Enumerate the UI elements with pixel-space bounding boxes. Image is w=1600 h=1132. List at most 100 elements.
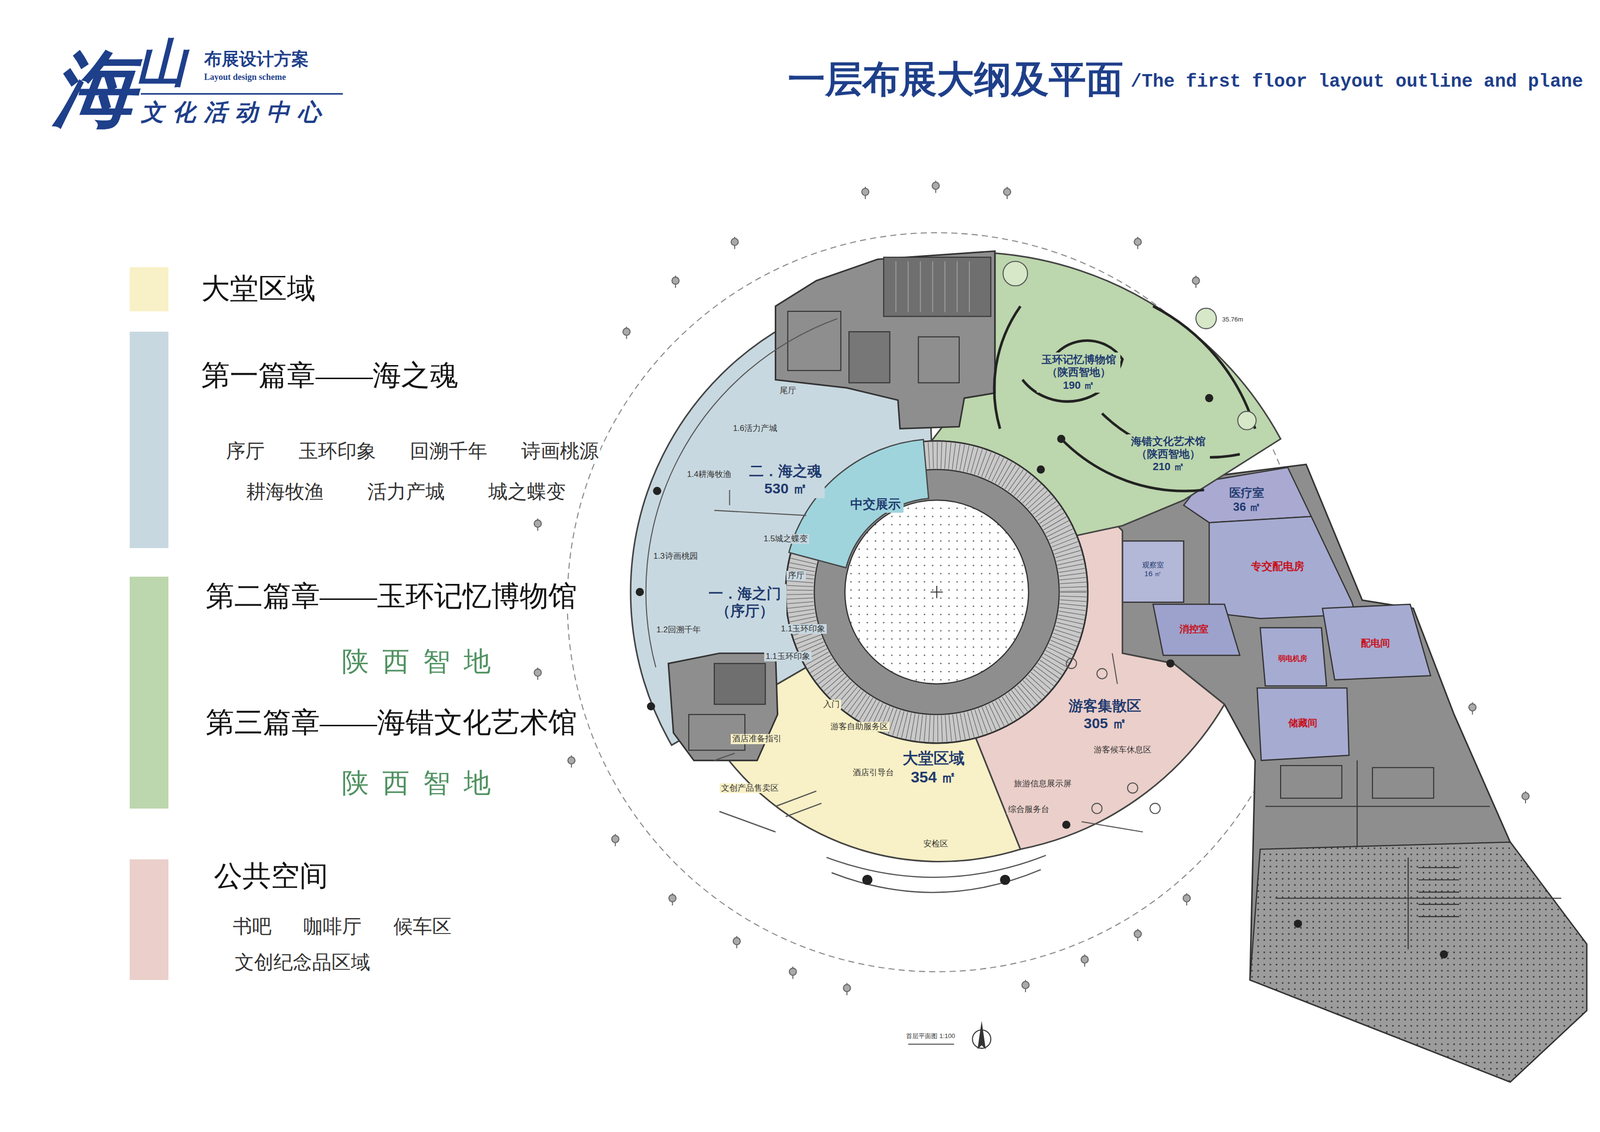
plan-label-text: 综合服务台 — [1008, 804, 1050, 815]
zone-text: 游客集散区 — [1068, 696, 1142, 715]
plan-label: 安检区 — [921, 838, 950, 849]
zone-text: 大堂区域 — [902, 748, 965, 768]
zone-label: 观察室16 ㎡ — [1139, 559, 1167, 579]
plan-label: 综合服务台 — [1006, 804, 1051, 815]
legend-swatch — [129, 694, 169, 809]
plan-label: 1.3诗画桃园 — [651, 551, 700, 561]
plan-label: 海 — [52, 40, 136, 140]
plan-label: 1.1玉环印象 — [764, 651, 812, 662]
zone-label: 医疗室36 ㎡ — [1226, 484, 1268, 515]
zone-text: 储藏间 — [1288, 716, 1318, 729]
legend-swatch — [129, 859, 169, 980]
zone-text: 海错文化艺术馆 （陕西智地） — [1129, 435, 1208, 461]
plan-label-text: 酒店准备指引 — [732, 733, 782, 744]
plan-label-text: 序厅 — [787, 570, 805, 581]
zone-text: 医疗室 — [1229, 485, 1265, 500]
plan-label: 陕西智地 — [341, 645, 505, 678]
plan-label: 首层平面图 1:100 — [904, 1031, 957, 1040]
zone-text: 观察室 — [1142, 560, 1164, 570]
zone-text: 玉环记忆博物馆 （陕西智地） — [1039, 353, 1118, 379]
zone-text: 530 ㎡ — [749, 479, 822, 498]
plan-label: Layout design scheme — [204, 72, 287, 83]
zone-text: 一．海之门 （序厅） — [706, 584, 784, 620]
zone-label: 二．海之魂530 ㎡ — [746, 461, 825, 499]
plan-label-text: 山 — [135, 32, 187, 94]
plan-label-text: Layout design scheme — [204, 72, 287, 83]
plan-label: 1.5城之蝶变 — [762, 533, 810, 544]
zone-label: 配电间 — [1358, 635, 1393, 650]
page-title: 一层布展大纲及平面 — [787, 57, 1124, 102]
plan-label: 1.6活力产城 — [731, 423, 779, 434]
plan-label: 文创产品售卖区 — [719, 783, 781, 793]
plan-label: 文创纪念品区域 — [234, 950, 371, 974]
plan-label-text: 1.6活力产城 — [732, 423, 778, 434]
plan-label-text: 酒店引导台 — [852, 767, 894, 778]
zone-text: 190 ㎡ — [1039, 378, 1118, 392]
legend-entry: 第三篇章——海错文化艺术馆 — [204, 705, 579, 740]
plan-label-text: 1.5城之蝶变 — [763, 533, 809, 544]
zone-label: 中交展示 — [847, 495, 904, 513]
plan-label: 陕西智地 — [341, 766, 505, 800]
title-box: 一层布展大纲及平面 — [787, 57, 1124, 102]
plan-label-text: 序厅 玉环印象 回溯千年 诗画桃源 — [226, 439, 599, 463]
zone-text: 中交展示 — [850, 496, 901, 512]
plan-label: 酒店准备指引 — [730, 733, 784, 744]
plan-label-text: 1.2回溯千年 — [656, 624, 701, 635]
plan-label: 布展设计方案 — [204, 48, 309, 70]
plan-label-text: /The first floor layout outline and plan… — [1130, 70, 1584, 93]
plan-label-text: 文化活动中心 — [140, 98, 330, 127]
plan-label-text: 1.4耕海牧渔 — [687, 469, 732, 480]
legend-entry: 大堂区域 — [199, 271, 317, 306]
plan-label-text: 海 — [52, 40, 136, 140]
plan-label-text: 书吧 咖啡厅 候车区 — [232, 914, 452, 938]
plan-label-text: 尾厅 — [779, 385, 797, 396]
zone-text: 354 ㎡ — [902, 767, 965, 786]
plan-label-text: 旅游信息展示屏 — [1013, 778, 1072, 789]
plan-label-text: 首层平面图 1:100 — [905, 1031, 955, 1040]
plan-label: 耕海牧渔 活力产城 城之蝶变 — [244, 480, 568, 504]
plan-label-text: 游客候车休息区 — [1093, 744, 1152, 755]
legend-text: 公共空间 — [213, 858, 329, 893]
zone-label: 大堂区域354 ㎡ — [899, 747, 968, 787]
plan-label: /The first floor layout outline and plan… — [1130, 70, 1584, 93]
legend-text: 第三篇章——海错文化艺术馆 — [205, 705, 577, 740]
legend-swatch — [129, 267, 169, 312]
plan-label: 1.4耕海牧渔 — [685, 469, 734, 480]
legend-text: 第一篇章——海之魂 — [201, 358, 459, 393]
plan-label: 书吧 咖啡厅 候车区 — [232, 914, 452, 938]
plan-label-text: 1.1玉环印象 — [765, 651, 811, 662]
plan-label-text: 布展设计方案 — [204, 48, 309, 70]
plan-label: 1.1玉环印象 — [779, 623, 828, 634]
plan-label: 文化活动中心 — [140, 98, 330, 127]
plan-label: 1.2回溯千年 — [654, 624, 703, 635]
zone-text: 消控室 — [1179, 622, 1209, 635]
plan-label-text: 文创纪念品区域 — [234, 950, 371, 974]
legend-swatch — [129, 331, 169, 548]
plan-label-text: 1.1玉环印象 — [781, 623, 826, 634]
zone-text: 弱电机房 — [1278, 653, 1308, 663]
plan-label: 尾厅 — [778, 385, 798, 396]
zone-label: 游客集散区305 ㎡ — [1065, 695, 1145, 733]
plan-label: 序厅 玉环印象 回溯千年 诗画桃源 — [224, 439, 601, 463]
legend-text: 第二篇章——玉环记忆博物馆 — [205, 578, 577, 614]
zone-text: 配电间 — [1360, 636, 1390, 649]
zone-label: 一．海之门 （序厅） — [703, 583, 787, 621]
zone-label: 海错文化艺术馆 （陕西智地）210 ㎡ — [1126, 434, 1211, 475]
plan-label: 旅游信息展示屏 — [1012, 778, 1073, 789]
plan-label: 游客候车休息区 — [1092, 744, 1153, 755]
plan-label-text: 文创产品售卖区 — [721, 783, 779, 793]
plan-label-text: 安检区 — [923, 838, 949, 849]
zone-label: 弱电机房 — [1275, 652, 1311, 664]
legend-entry: 第一篇章——海之魂 — [199, 358, 460, 393]
zone-text: 305 ㎡ — [1068, 714, 1142, 732]
zone-label: 玉环记忆博物馆 （陕西智地）190 ㎡ — [1036, 352, 1121, 393]
legend-entry: 第二篇章——玉环记忆博物馆 — [204, 578, 579, 614]
plan-label: 序厅 — [786, 570, 806, 581]
plan-label: 游客自助服务区 — [829, 721, 890, 732]
zone-text: 专交配电房 — [1251, 559, 1305, 573]
zone-text: 210 ㎡ — [1129, 460, 1208, 473]
plan-label-text: 1.3诗画桃园 — [653, 551, 698, 561]
zone-label: 专交配电房 — [1248, 558, 1308, 574]
legend-text: 大堂区域 — [201, 271, 316, 306]
